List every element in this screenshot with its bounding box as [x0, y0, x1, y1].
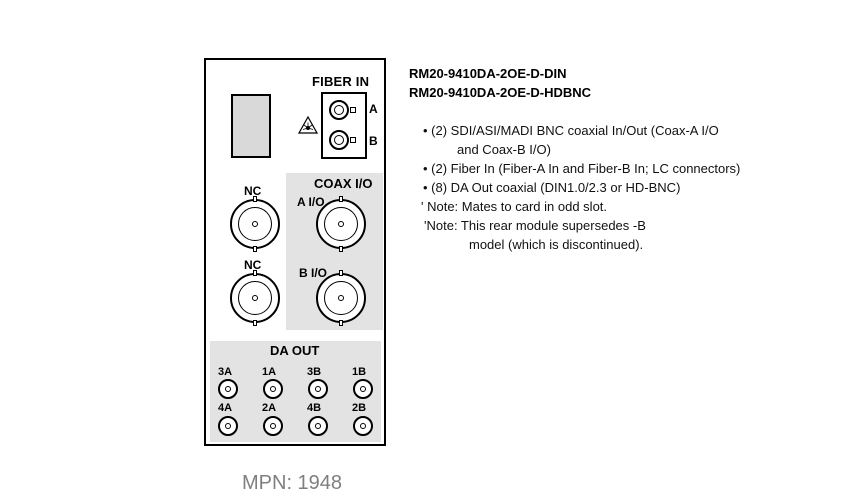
da-out-4b-connector[interactable]: [308, 416, 328, 436]
da-label-2b: 2B: [352, 402, 367, 414]
fiber-port-a-label: A: [369, 102, 378, 116]
da-label-3b: 3B: [307, 366, 322, 378]
bullet-coax-line1: • (2) SDI/ASI/MADI BNC coaxial In/Out (C…: [423, 123, 719, 138]
rear-panel: FIBER IN A B NC NC COAX I/O A I/O: [204, 58, 386, 446]
da-out-1b-connector[interactable]: [353, 379, 373, 399]
da-out-4a-connector[interactable]: [218, 416, 238, 436]
bullet-fiber: • (2) Fiber In (Fiber-A In and Fiber-B I…: [423, 161, 741, 176]
da-label-4a: 4A: [218, 402, 233, 414]
da-out-section: DA OUT 3A 1A 3B 1B 4A 2A 4B 2B: [210, 341, 381, 442]
fiber-connector-block: [321, 92, 367, 159]
coax-io-section: COAX I/O A I/O B I/O: [286, 173, 383, 330]
da-label-2a: 2A: [262, 402, 277, 414]
coax-io-title: COAX I/O: [314, 176, 373, 191]
note-supersedes-line1: 'Note: This rear module supersedes -B: [424, 218, 646, 233]
da-out-1a-connector[interactable]: [263, 379, 283, 399]
coax-a-label: A I/O: [297, 195, 325, 209]
blank-slot: [231, 94, 271, 158]
nc-bnc-top: [230, 196, 280, 252]
mpn-label: MPN: 1948: [242, 472, 343, 494]
fiber-in-title: FIBER IN: [312, 74, 370, 89]
bullet-coax-line2: and Coax-B I/O): [457, 142, 551, 157]
fiber-port-b-label: B: [369, 134, 378, 148]
coax-b-bnc[interactable]: [316, 270, 366, 326]
nc-bnc-bottom: [230, 270, 280, 326]
model-number-din: RM20-9410DA-2OE-D-DIN: [409, 66, 567, 81]
da-out-2a-connector[interactable]: [263, 416, 283, 436]
da-label-1b: 1B: [352, 366, 367, 378]
laser-warning-icon: [298, 116, 318, 134]
fiber-port-a-latch: [350, 107, 356, 113]
da-out-2b-connector[interactable]: [353, 416, 373, 436]
nc-label-top: NC: [244, 184, 262, 198]
model-number-hdbnc: RM20-9410DA-2OE-D-HDBNC: [409, 85, 592, 100]
da-out-title: DA OUT: [270, 343, 320, 358]
da-out-3a-connector[interactable]: [218, 379, 238, 399]
note-supersedes-line2: model (which is discontinued).: [469, 237, 644, 252]
note-odd-slot: ' Note: Mates to card in odd slot.: [421, 199, 608, 214]
fiber-port-b[interactable]: [329, 130, 349, 150]
bullet-da-out: • (8) DA Out coaxial (DIN1.0/2.3 or HD-B…: [423, 180, 681, 195]
da-label-1a: 1A: [262, 366, 277, 378]
coax-b-label: B I/O: [299, 266, 328, 280]
coax-a-bnc[interactable]: [316, 196, 366, 252]
da-label-4b: 4B: [307, 402, 322, 414]
nc-label-bottom: NC: [244, 258, 262, 272]
fiber-port-a[interactable]: [329, 100, 349, 120]
fiber-port-b-latch: [350, 137, 356, 143]
da-out-3b-connector[interactable]: [308, 379, 328, 399]
da-label-3a: 3A: [218, 366, 233, 378]
